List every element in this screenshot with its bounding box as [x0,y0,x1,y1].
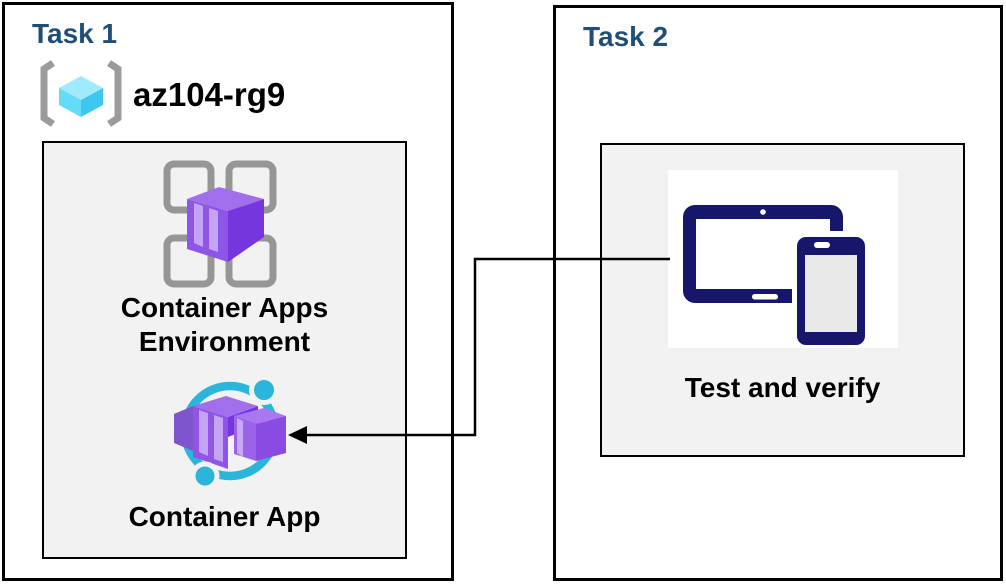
resource-group-icon [40,60,122,127]
task2-box: Task 2 Test and verify [553,5,1003,581]
test-and-verify-label: Test and verify [684,372,881,403]
tablet-and-phone-icon [683,205,871,348]
task1-box: Task 1 az104-rg9 [2,2,454,581]
devices-icon-plate [668,170,898,348]
environment-label-line1: Container Apps [120,292,329,323]
container-apps-environment-icon [163,160,277,288]
environment-label: Container Apps Environment [44,291,405,359]
test-and-verify-panel: Test and verify [600,143,965,457]
task2-title: Task 2 [583,21,669,52]
task1-title: Task 1 [32,18,118,49]
resource-group-name: az104-rg9 [133,76,286,113]
container-apps-environment-panel: Container Apps Environment Container App [42,141,407,559]
container-app-icon [174,375,286,490]
container-app-label: Container App [128,501,321,532]
environment-label-line2: Environment [138,326,311,357]
